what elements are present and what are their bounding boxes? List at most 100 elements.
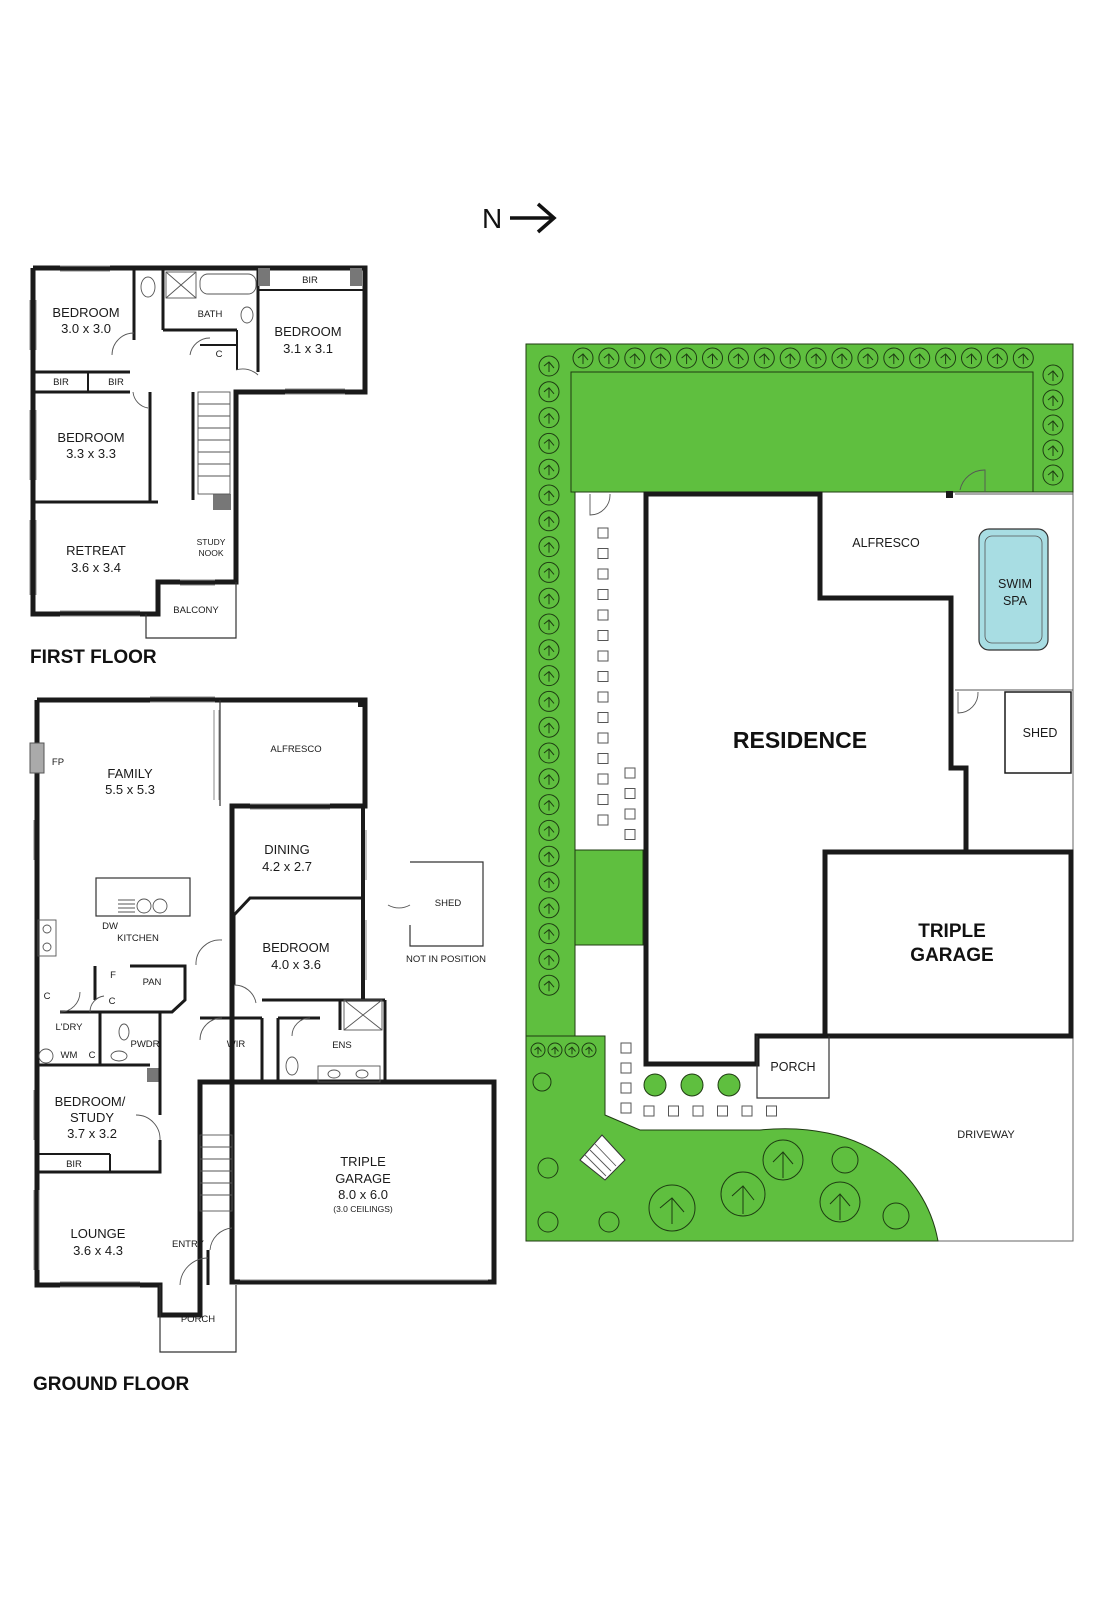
shower-icon — [165, 271, 197, 299]
basin-icon — [110, 1050, 128, 1062]
paver-path — [597, 527, 777, 1117]
tree-icon — [727, 347, 749, 369]
room-label-bedroom: BEDROOM — [57, 430, 124, 445]
room-label-c: C — [89, 1050, 96, 1061]
room-size: 3.0 x 3.0 — [61, 321, 111, 336]
paver-stone — [624, 767, 636, 779]
front-steps — [579, 1134, 626, 1181]
room-label-retreat: RETREAT — [66, 543, 126, 558]
door-swing — [189, 337, 211, 356]
room-label-cupboard: C — [216, 349, 223, 360]
tree-icon — [1012, 347, 1034, 369]
ground-floor-title: GROUND FLOOR — [33, 1374, 189, 1395]
tree-icon — [831, 347, 853, 369]
door-swing — [135, 1114, 161, 1141]
tree-icon — [961, 347, 982, 369]
paver-stone — [741, 1105, 753, 1117]
room-label-ens: ENS — [332, 1040, 352, 1051]
windows-first-floor — [29, 265, 345, 617]
tree-canopy — [532, 1072, 910, 1233]
paver-stone — [597, 589, 609, 600]
tree-icon — [1042, 364, 1064, 386]
room-size: 3.6 x 4.3 — [73, 1243, 123, 1258]
tree-row — [530, 1042, 597, 1058]
site-shed — [1004, 691, 1072, 774]
site-label-alfresco: ALFRESCO — [852, 536, 920, 550]
first-floor-plan: BEDROOM 3.0 x 3.0 BEDROOM 3.3 x 3.3 BEDR… — [29, 265, 368, 668]
tree-icon — [538, 923, 560, 945]
tree-icon — [538, 639, 560, 661]
site-garage-footprint — [822, 849, 1074, 1039]
paver-stone — [597, 794, 609, 805]
paver-stone — [597, 568, 609, 580]
site-label-driveway: DRIVEWAY — [957, 1129, 1015, 1141]
tree-icon — [676, 347, 698, 369]
tree-icon — [857, 347, 879, 369]
swim-spa — [978, 528, 1049, 651]
balcony-outline — [145, 582, 237, 639]
lawn-area — [574, 849, 644, 946]
tree-icon — [538, 768, 560, 790]
paver-stone — [597, 691, 609, 703]
tree-icon — [538, 794, 560, 816]
tree-icon — [538, 742, 560, 764]
tree-row — [572, 347, 1034, 369]
paver-stone — [597, 548, 609, 559]
washing-machine-icon — [38, 1048, 54, 1064]
basin-icon — [240, 306, 254, 324]
paver-stone — [597, 753, 609, 764]
paver-stone — [717, 1105, 728, 1117]
paver-stone — [620, 1102, 632, 1114]
room-label-bir: BIR — [53, 377, 69, 388]
paver-stone — [597, 609, 609, 621]
paver-stone — [620, 1082, 632, 1094]
tree-icon — [1042, 439, 1064, 461]
room-label-entry: ENTRY — [172, 1239, 205, 1250]
cooktop-icon — [37, 919, 57, 957]
tree-icon — [564, 1042, 580, 1058]
site-label-swim-spa: SWIM — [998, 577, 1032, 591]
room-size: 8.0 x 6.0 — [338, 1187, 388, 1202]
tree-icon — [572, 347, 594, 369]
garage-note: (3.0 CEILINGS) — [333, 1204, 393, 1214]
paver-stone — [597, 712, 609, 723]
room-label-bir: BIR — [66, 1159, 82, 1170]
paver-stone — [597, 671, 609, 682]
paver-stone — [597, 650, 609, 662]
door-swing — [209, 1227, 233, 1251]
tree-icon — [538, 587, 560, 609]
site-label-swim-spa: SPA — [1003, 594, 1028, 608]
toilet-icon — [285, 1056, 299, 1076]
tree-icon — [753, 347, 775, 369]
windows-ground-floor — [33, 696, 367, 1288]
room-label-porch: PORCH — [181, 1314, 215, 1325]
paver-stone — [668, 1105, 679, 1117]
room-label-bedroom: BEDROOM — [274, 324, 341, 339]
shower-icon — [343, 999, 383, 1031]
room-label-bedroom: BEDROOM — [52, 305, 119, 320]
room-size: 3.7 x 3.2 — [67, 1126, 117, 1141]
column-mark — [213, 494, 231, 510]
tree-icon — [538, 510, 560, 532]
tree-icon — [650, 347, 672, 369]
tree-icon — [538, 845, 560, 867]
door-swing — [89, 995, 105, 1013]
door-swing — [233, 984, 257, 1004]
door-swing — [291, 1017, 311, 1037]
door-swing — [132, 391, 149, 409]
tree-icon — [581, 1042, 597, 1058]
site-label-porch: PORCH — [770, 1060, 815, 1074]
room-label-dw: DW — [102, 921, 118, 932]
tree-icon — [538, 484, 560, 506]
paver-stone — [766, 1105, 777, 1117]
tree-icon — [538, 613, 560, 635]
room-label-ldry: L'DRY — [56, 1022, 84, 1033]
paver-stone — [597, 814, 609, 826]
shed-note: NOT IN POSITION — [406, 954, 486, 965]
tree-icon — [624, 347, 646, 369]
tree-icon — [530, 1042, 546, 1058]
first-floor-title: FIRST FLOOR — [30, 647, 157, 668]
north-label: N — [482, 203, 502, 234]
site-plan: RESIDENCE ALFRESCO SWIM SPA SHED TRIPLE … — [525, 343, 1074, 1242]
